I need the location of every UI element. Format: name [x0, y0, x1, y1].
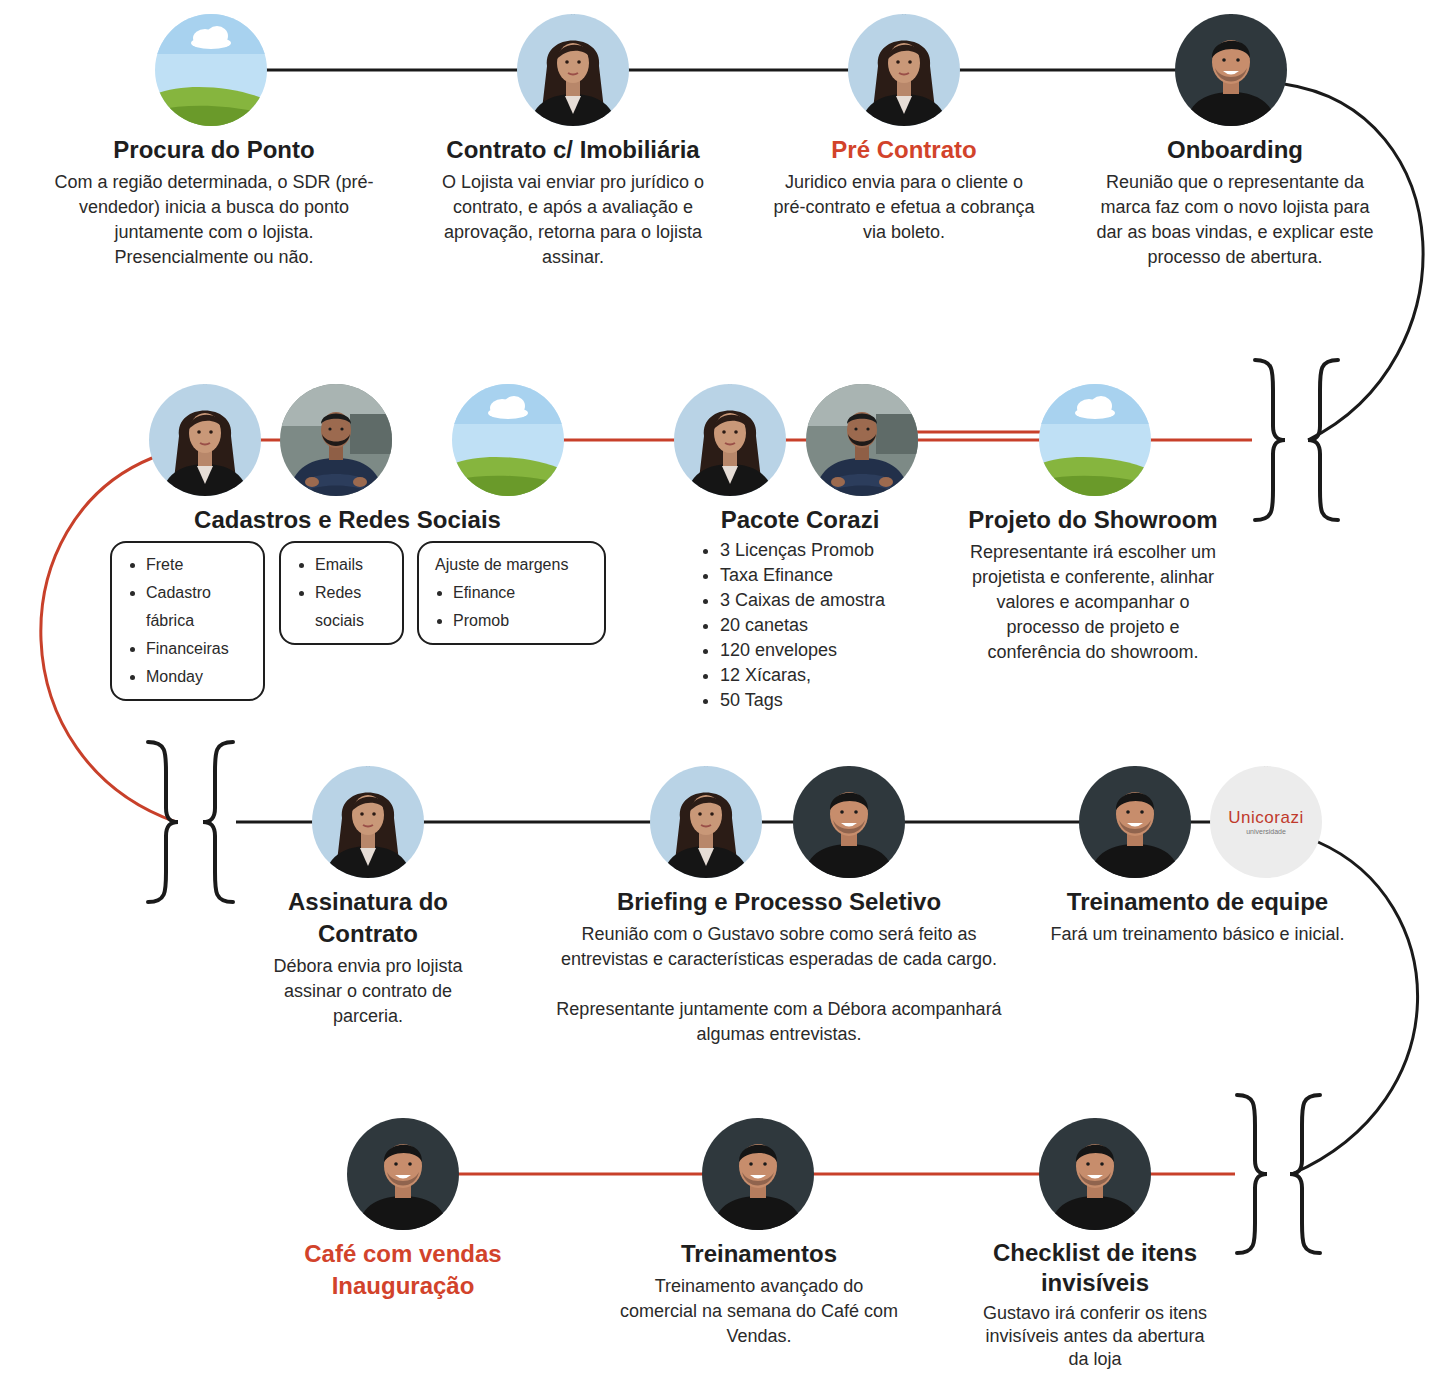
person-avatar — [702, 1118, 814, 1230]
person-avatar — [149, 384, 261, 496]
step-description: Representante irá escolher um projetista… — [958, 540, 1228, 665]
picture-row — [428, 14, 718, 126]
step-title: Treinamento de equipe — [1050, 886, 1345, 918]
person-avatar — [347, 1118, 459, 1230]
step-description: Representante juntamente com a Débora ac… — [544, 997, 1014, 1047]
process-step: Checklist de itens invisíveisGustavo irá… — [980, 1118, 1210, 1371]
bullet-item: 50 Tags — [720, 688, 930, 713]
step-title: Procura do Ponto — [49, 134, 379, 166]
person-avatar — [1039, 1118, 1151, 1230]
process-step: Pacote Corazi3 Licenças PromobTaxa Efina… — [670, 384, 930, 713]
process-step: Assinatura do ContratoDébora envia pro l… — [253, 766, 483, 1029]
picture-row — [958, 384, 1228, 496]
step-description: Treinamento avançado do comercial na sem… — [619, 1274, 899, 1349]
step-title: Briefing e Processo Seletivo — [544, 886, 1014, 918]
bullet-list: FreteCadastro fábricaFinanceirasMonday — [112, 551, 255, 691]
bullet-item: Efinance — [453, 579, 596, 607]
process-step: Cadastros e Redes Sociais — [130, 384, 565, 536]
logo-text: Unicorazi — [1228, 809, 1303, 827]
person-avatar — [280, 384, 392, 496]
step-description: Juridico envia para o cliente o pré-cont… — [769, 170, 1039, 245]
process-step: Briefing e Processo SeletivoReunião com … — [544, 766, 1014, 1047]
bullet-item: Frete — [146, 551, 255, 579]
landscape-picture — [1039, 384, 1151, 496]
person-avatar — [848, 14, 960, 126]
step-title: Cadastros e Redes Sociais — [130, 504, 565, 536]
picture-row — [283, 1118, 523, 1230]
picture-row — [544, 766, 1014, 878]
step-title: Projeto do Showroom — [958, 504, 1228, 536]
picture-row — [49, 14, 379, 126]
person-avatar — [517, 14, 629, 126]
bullet-item: Monday — [146, 663, 255, 691]
step-title: Pré Contrato — [769, 134, 1039, 166]
person-avatar — [650, 766, 762, 878]
step-title: Onboarding — [1095, 134, 1375, 166]
process-step: Café com vendas Inauguração — [283, 1118, 523, 1302]
step-title: Contrato c/ Imobiliária — [428, 134, 718, 166]
landscape-picture — [155, 14, 267, 126]
step-description: Débora envia pro lojista assinar o contr… — [253, 954, 483, 1029]
connector — [1095, 14, 1423, 440]
bullet-item: Redes sociais — [315, 579, 394, 635]
step-description: Fará um treinamento básico e inicial. — [1050, 922, 1345, 947]
step-description: O Lojista vai enviar pro jurídico o cont… — [428, 170, 718, 270]
list-box: EmailsRedes sociais — [279, 541, 404, 645]
bullet-list: EmailsRedes sociais — [281, 551, 394, 635]
process-step: Contrato c/ Imobiliária O Lojista vai env… — [428, 14, 718, 270]
bullet-item: Financeiras — [146, 635, 255, 663]
landscape-picture — [452, 384, 564, 496]
process-step: Procura do PontoCom a região determinada… — [49, 14, 379, 270]
person-avatar — [1079, 766, 1191, 878]
picture-row — [130, 384, 565, 496]
brand-logo: Unicoraziuniversidade — [1210, 766, 1322, 878]
bullet-item: 120 envelopes — [720, 638, 930, 663]
process-step: TreinamentosTreinamento avançado do come… — [619, 1118, 899, 1349]
bullet-item: 12 Xícaras, — [720, 663, 930, 688]
step-title: Checklist de itens invisíveis — [980, 1238, 1210, 1298]
bracket-pair — [1255, 360, 1338, 520]
process-step: Projeto do ShowroomRepresentante irá esc… — [958, 384, 1228, 665]
list-box: Ajuste de margensEfinancePromob — [417, 541, 606, 645]
process-step: OnboardingReunião que o representante da… — [1095, 14, 1375, 270]
bullet-list: 3 Licenças PromobTaxa Efinance3 Caixas d… — [670, 538, 930, 713]
step-title: Assinatura do Contrato — [253, 886, 483, 950]
step-description: Com a região determinada, o SDR (pré-ven… — [49, 170, 379, 270]
bullet-item: Cadastro fábrica — [146, 579, 255, 635]
person-avatar — [1175, 14, 1287, 126]
step-description: Reunião que o representante da marca faz… — [1095, 170, 1375, 270]
person-avatar — [674, 384, 786, 496]
picture-row: Unicoraziuniversidade — [1050, 766, 1345, 878]
step-description: Reunião com o Gustavo sobre como será fe… — [544, 922, 1014, 972]
bullet-list: EfinancePromob — [419, 579, 596, 635]
step-title: Pacote Corazi — [670, 504, 930, 536]
bracket-pair — [148, 742, 233, 902]
picture-row — [670, 384, 930, 496]
person-avatar — [312, 766, 424, 878]
picture-row — [1095, 14, 1375, 126]
step-title: Treinamentos — [619, 1238, 899, 1270]
step-title: Café com vendas Inauguração — [283, 1238, 523, 1302]
person-avatar — [793, 766, 905, 878]
list-box: FreteCadastro fábricaFinanceirasMonday — [110, 541, 265, 701]
process-step: UnicoraziuniversidadeTreinamento de equi… — [1050, 766, 1345, 947]
box-heading: Ajuste de margens — [419, 551, 596, 579]
bullet-item: 20 canetas — [720, 613, 930, 638]
picture-row — [769, 14, 1039, 126]
bracket-pair — [1237, 1095, 1320, 1253]
logo-subtext: universidade — [1246, 827, 1286, 836]
bullet-item: Emails — [315, 551, 394, 579]
person-avatar — [806, 384, 918, 496]
picture-row — [980, 1118, 1210, 1230]
process-step: Pré ContratoJuridico envia para o client… — [769, 14, 1039, 245]
bullet-item: Promob — [453, 607, 596, 635]
bullet-item: 3 Licenças Promob — [720, 538, 930, 563]
picture-row — [253, 766, 483, 878]
step-description: Gustavo irá conferir os itens invisíveis… — [980, 1302, 1210, 1371]
bullet-item: 3 Caixas de amostra — [720, 588, 930, 613]
bullet-item: Taxa Efinance — [720, 563, 930, 588]
picture-row — [619, 1118, 899, 1230]
